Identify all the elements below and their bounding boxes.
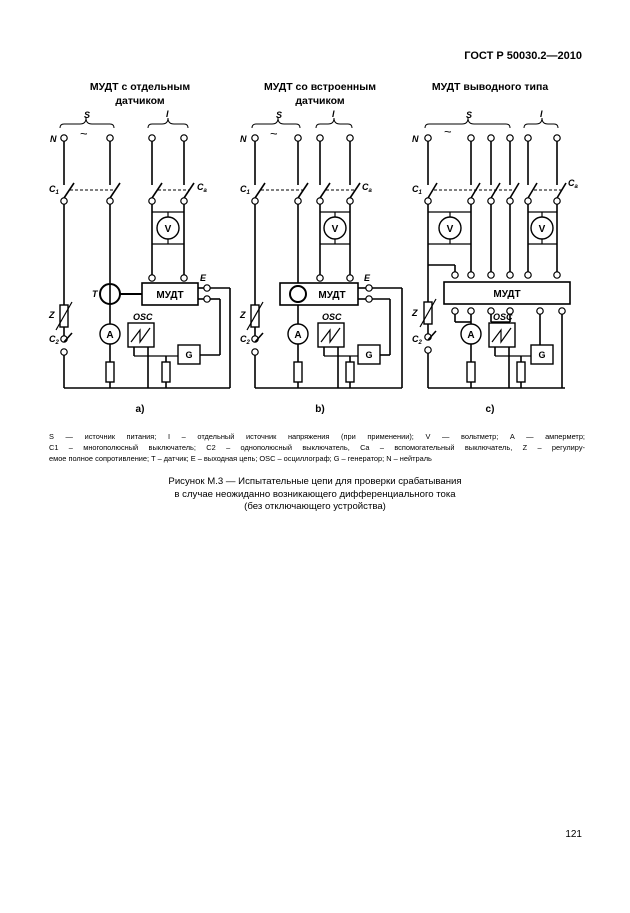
diagram-a-title-line2: датчиком <box>115 95 165 107</box>
diagram-b-supply-s: S <box>276 110 282 120</box>
diagram-a-label-ca: Ca <box>197 182 208 194</box>
document-standard-number: ГОСТ Р 50030.2—2010 <box>464 50 582 62</box>
diagram-a-generator: G <box>185 350 192 360</box>
diagram-c-panel-label: c) <box>486 404 495 415</box>
diagram-a-label-c2: C2 <box>49 334 60 346</box>
diagram-a-ammeter: A <box>106 330 113 341</box>
diagram-c-label-c1: C1 <box>412 184 423 196</box>
diagram-c-label-z: Z <box>411 308 418 318</box>
test-circuit-diagrams: МУДТ с отдельным датчиком S ~ I N C1 Ca … <box>48 81 579 415</box>
diagram-c-supply-i: I <box>540 109 543 119</box>
diagram-c-supply-s: S <box>466 110 472 120</box>
diagram-b-supply-i: I <box>332 109 335 119</box>
diagram-c-label-n: N <box>412 134 419 144</box>
diagram-b-panel-label: b) <box>315 404 324 415</box>
diagram-b-label-c2: C2 <box>240 334 251 346</box>
diagram-c-voltmeter-left: V <box>447 224 454 235</box>
legend-line: S — источник питания; I – отдельный исто… <box>49 432 585 441</box>
diagram-b-title-line2: датчиком <box>295 95 345 107</box>
diagram-b-label-z: Z <box>239 310 246 320</box>
diagram-a-device: МУДТ <box>156 290 183 301</box>
diagram-c-device: МУДТ <box>493 289 520 300</box>
caption-line: в случае неожиданно возникающего диффере… <box>174 488 456 500</box>
diagram-b-label-c1: C1 <box>240 184 251 196</box>
diagram-a-voltmeter: V <box>165 224 172 235</box>
diagram-a-title-line1: МУДТ с отдельным <box>90 81 190 93</box>
diagram-a-label-t: T <box>92 289 99 299</box>
diagram-a: МУДТ с отдельным датчиком S ~ I N C1 Ca … <box>48 81 231 415</box>
figure-caption: Рисунок М.3 — Испытательные цепи для про… <box>0 476 630 514</box>
diagram-b-device: МУДТ <box>318 290 345 301</box>
diagram-c-generator: G <box>538 350 545 360</box>
diagram-a-supply-i: I <box>166 109 169 119</box>
diagram-a-label-n: N <box>50 134 57 144</box>
diagram-c-ammeter: A <box>467 330 474 341</box>
diagram-b-osc: OSC <box>322 312 342 322</box>
caption-line: Рисунок М.3 — Испытательные цепи для про… <box>168 476 462 487</box>
diagram-c-supply-tilde: ~ <box>444 124 452 139</box>
legend-line: C1 – многополюсный выключатель; C2 – одн… <box>49 443 585 452</box>
diagram-c-voltmeter-right: V <box>539 224 546 235</box>
diagram-c: МУДТ выводного типа S ~ I N C1 Ca V <box>411 81 579 415</box>
diagram-c-osc: OSC <box>493 312 513 322</box>
diagram-c-label-ca: Ca <box>568 178 579 190</box>
page-number: 121 <box>565 829 582 840</box>
diagram-b-label-e: E <box>364 273 371 283</box>
diagram-a-supply-s: S <box>84 110 90 120</box>
diagram-a-label-e: E <box>200 273 207 283</box>
diagram-b-generator: G <box>365 350 372 360</box>
diagram-b: МУДТ со встроенным датчиком S ~ I N C1 C… <box>239 81 403 415</box>
diagram-b-label-n: N <box>240 134 247 144</box>
diagram-a-label-z: Z <box>48 310 55 320</box>
diagram-c-label-c2: C2 <box>412 334 423 346</box>
diagram-a-supply-tilde: ~ <box>80 126 88 141</box>
diagram-b-supply-tilde: ~ <box>270 126 278 141</box>
diagram-b-title-line1: МУДТ со встроенным <box>264 81 376 93</box>
diagram-c-title-line1: МУДТ выводного типа <box>432 81 548 93</box>
legend-line: емое полное сопротивление; T – датчик; E… <box>49 454 432 463</box>
figure-legend: S — источник питания; I – отдельный исто… <box>49 431 585 464</box>
diagram-b-label-ca: Ca <box>362 182 373 194</box>
diagram-b-voltmeter: V <box>332 224 339 235</box>
diagram-b-ammeter: A <box>294 330 301 341</box>
diagram-a-label-c1: C1 <box>49 184 60 196</box>
diagram-a-osc: OSC <box>133 312 153 322</box>
diagram-a-panel-label: a) <box>136 404 145 415</box>
caption-line: (без отключающего устройства) <box>244 501 386 512</box>
